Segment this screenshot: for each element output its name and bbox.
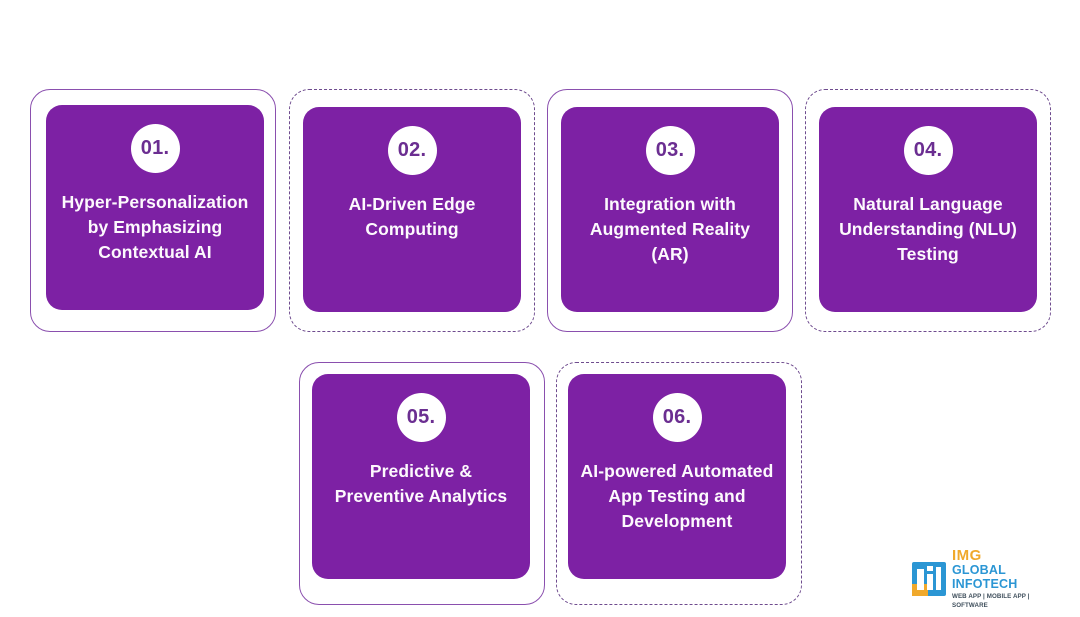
card-frame-3 xyxy=(547,89,793,332)
card-4[interactable]: 04. Natural Language Understanding (NLU)… xyxy=(819,107,1037,312)
card-number-badge-1: 01. xyxy=(130,124,180,173)
card-number-badge-2: 02. xyxy=(387,126,437,175)
card-frame-1 xyxy=(30,89,276,332)
card-1[interactable]: 01. Hyper-Personalization by Emphasizing… xyxy=(46,105,264,310)
logo-text-block: IMG GLOBAL INFOTECH WEB APP | MOBILE APP… xyxy=(952,546,1052,610)
logo-brand-secondary: GLOBAL INFOTECH xyxy=(952,562,1018,591)
card-number-badge-6: 06. xyxy=(652,393,702,442)
card-title-2: AI-Driven Edge Computing xyxy=(348,194,476,239)
card-frame-6 xyxy=(556,362,802,605)
img-logo-mark-icon xyxy=(912,562,946,596)
card-title-1: Hyper-Personalization by Emphasizing Con… xyxy=(61,192,249,262)
logo-brand-primary: IMG xyxy=(952,546,982,564)
card-2[interactable]: 02. AI-Driven Edge Computing xyxy=(303,107,521,312)
card-number-badge-4: 04. xyxy=(903,126,953,175)
card-title-5: Predictive & Preventive Analytics xyxy=(334,461,508,506)
card-frame-2 xyxy=(289,89,535,332)
card-title-3: Integration with Augmented Reality (AR) xyxy=(589,194,751,264)
card-number-badge-3: 03. xyxy=(645,126,695,175)
card-title-4: Natural Language Understanding (NLU) Tes… xyxy=(839,194,1017,264)
card-title-6: AI-powered Automated App Testing and Dev… xyxy=(580,461,774,531)
card-5[interactable]: 05. Predictive & Preventive Analytics xyxy=(312,374,530,579)
card-frame-5 xyxy=(299,362,545,605)
logo-tagline: WEB APP | MOBILE APP | SOFTWARE xyxy=(952,592,1030,609)
card-frame-4 xyxy=(805,89,1051,332)
card-6[interactable]: 06. AI-powered Automated App Testing and… xyxy=(568,374,786,579)
brand-logo: IMG GLOBAL INFOTECH WEB APP | MOBILE APP… xyxy=(912,548,1052,609)
card-3[interactable]: 03. Integration with Augmented Reality (… xyxy=(561,107,779,312)
card-number-badge-5: 05. xyxy=(396,393,446,442)
